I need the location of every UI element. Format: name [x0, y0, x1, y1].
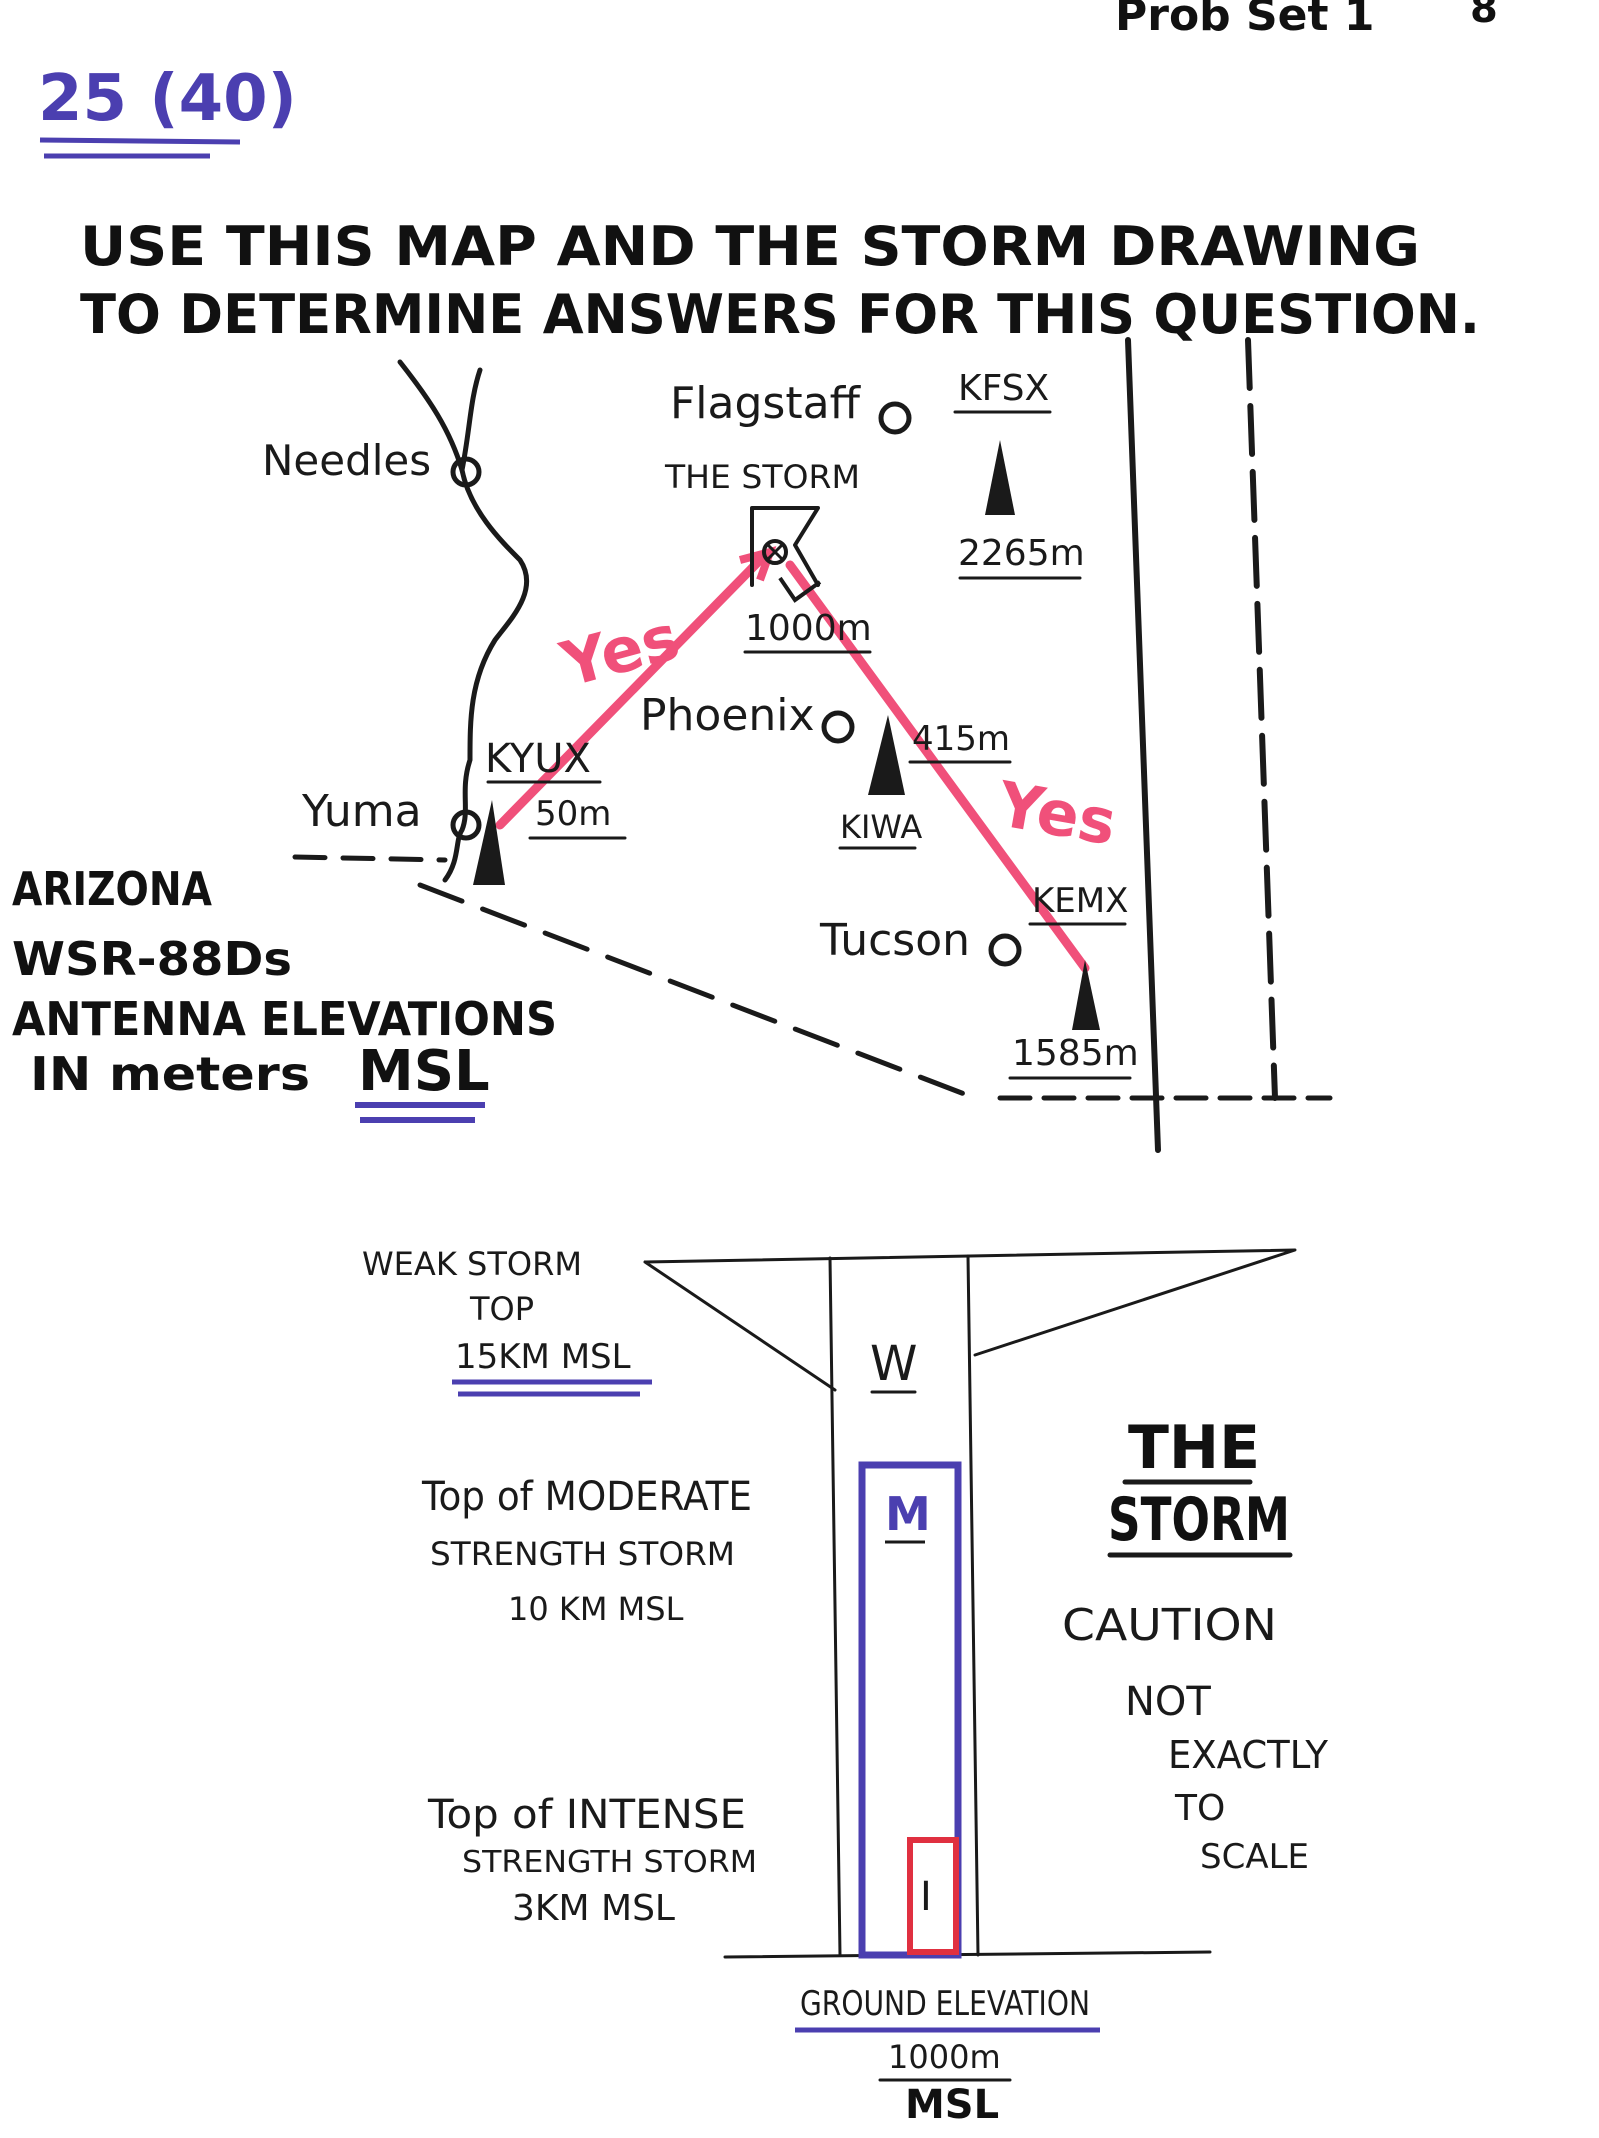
ground-line: [723, 1950, 1212, 1959]
border-east-dashed: [1245, 337, 1278, 1101]
legend-unit-underline: [355, 1102, 485, 1123]
instruction-line-2: TO DETERMINE ANSWERS FOR THIS QUESTION.: [80, 283, 1480, 346]
storm-marker-moderate: M: [885, 1487, 931, 1541]
intense-storm-box: [907, 1837, 959, 1955]
storm-column-right: [966, 1254, 980, 1957]
moderate-top-line-3: 10 KM MSL: [508, 1590, 684, 1628]
storm-anvil: [643, 1248, 1297, 1392]
weak-top-line-3: 15KM MSL: [455, 1337, 631, 1377]
score-underline: [39, 137, 241, 159]
map-storm-label: THE STORM: [664, 458, 860, 496]
intense-top-line-2: STRENGTH STORM: [462, 1845, 757, 1880]
radar-kiwa-icon: [868, 715, 905, 795]
radar-kiwa-elevation: 415m: [912, 719, 1010, 759]
legend-unit: MSL: [358, 1039, 490, 1104]
legend-line-3: ANTENNA ELEVATIONS: [12, 992, 557, 1046]
score: 25 (40): [38, 62, 297, 136]
caution-line-3: EXACTLY: [1168, 1733, 1329, 1777]
moderate-top-line-2: STRENGTH STORM: [430, 1535, 735, 1573]
border-south-dash: [417, 882, 983, 1103]
storm-location-icon: [762, 539, 788, 565]
storm-marker-intense: I: [920, 1874, 932, 1920]
intense-top-line-3: 3KM MSL: [512, 1888, 675, 1929]
city-marker-yuma: [450, 809, 482, 841]
map-storm-elevation: 1000m: [745, 608, 872, 649]
intense-top-line-1: Top of INTENSE: [427, 1792, 746, 1838]
city-marker-phoenix: [821, 710, 855, 744]
city-marker-flagstaff: [878, 401, 912, 435]
radar-line-storm-to-kemx: [785, 560, 1090, 973]
radar-kfsx-id: KFSX: [958, 368, 1049, 409]
colorado-river: [397, 359, 530, 883]
city-tucson: Tucson: [819, 915, 970, 966]
radar-kiwa-id: KIWA: [840, 808, 922, 846]
storm-title-line-1: THE: [1128, 1413, 1260, 1483]
radar-kyux-id: KYUX: [485, 736, 591, 782]
radar-kemx-id: KEMX: [1032, 881, 1128, 921]
weak-top-line-2: TOP: [469, 1290, 534, 1328]
weak-top-underline: [452, 1379, 652, 1397]
city-phoenix: Phoenix: [640, 690, 815, 741]
storm-flag-icon: [750, 506, 820, 587]
ground-line-3: MSL: [905, 2082, 999, 2128]
radar-kyux-elevation: 50m: [535, 794, 611, 834]
city-flagstaff: Flagstaff: [670, 378, 862, 429]
caution-line-2: NOT: [1125, 1679, 1211, 1725]
caution-line-5: SCALE: [1200, 1837, 1309, 1877]
arrow-head-right: [778, 576, 822, 603]
weak-top-line-1: WEAK STORM: [362, 1245, 582, 1283]
river-branch: [459, 367, 483, 473]
storm-location-x: [766, 543, 784, 561]
radar-kfsx-elevation: 2265m: [958, 533, 1085, 574]
border-west-dash: [292, 854, 448, 863]
city-needles: Needles: [262, 436, 431, 485]
caution-line-1: CAUTION: [1062, 1600, 1277, 1651]
radar-kemx-icon: [1072, 960, 1100, 1030]
border-east-solid: [1125, 337, 1161, 1153]
radar-kemx-elevation: 1585m: [1012, 1033, 1139, 1074]
moderate-top-line-1: Top of MODERATE: [421, 1474, 752, 1520]
city-marker-needles: [450, 456, 482, 488]
yes-left: Yes: [553, 600, 687, 701]
instruction-line-1: USE THIS MAP AND THE STORM DRAWING: [80, 215, 1420, 278]
radar-kyux-icon: [473, 800, 505, 885]
legend-line-1: ARIZONA: [12, 862, 212, 916]
storm-column-left: [828, 1256, 842, 1957]
legend-line-4: IN meters: [30, 1047, 310, 1101]
yes-right: Yes: [992, 767, 1122, 860]
page-marker: 8: [1470, 0, 1498, 32]
problem-set-label: Prob Set 1: [1115, 0, 1375, 41]
city-yuma: Yuma: [301, 786, 422, 837]
city-marker-tucson: [988, 933, 1022, 967]
ground-line-2: 1000m: [888, 2038, 1001, 2076]
radar-kfsx-icon: [985, 440, 1015, 515]
storm-marker-weak: W: [870, 1336, 917, 1392]
ground-line-1: GROUND ELEVATION: [800, 1984, 1090, 2024]
storm-title-line-2: STORM: [1108, 1485, 1290, 1555]
caution-line-4: TO: [1174, 1788, 1225, 1829]
legend-line-2: WSR-88Ds: [12, 932, 292, 986]
